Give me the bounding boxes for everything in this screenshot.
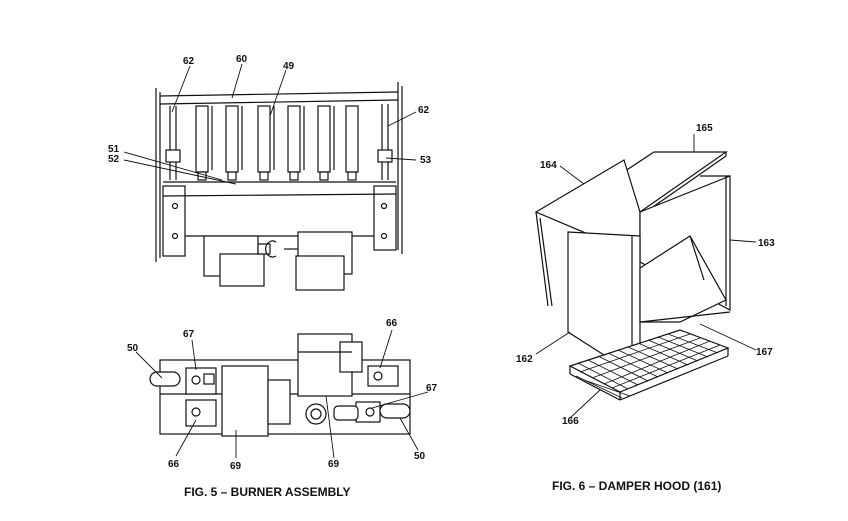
fig5-caption: FIG. 5 – BURNER ASSEMBLY: [184, 485, 350, 499]
label-62-right: 62: [418, 105, 430, 116]
label-165: 165: [696, 123, 713, 134]
label-67-right: 67: [426, 383, 438, 394]
label-53: 53: [420, 155, 432, 166]
label-50-left: 50: [127, 343, 139, 354]
grate: [568, 329, 730, 401]
label-166: 166: [562, 416, 579, 427]
label-52: 52: [108, 154, 120, 165]
label-49: 49: [283, 61, 295, 72]
label-67-top: 67: [183, 329, 195, 340]
label-163: 163: [758, 238, 775, 249]
label-50-right: 50: [414, 451, 426, 462]
label-66-top: 66: [386, 318, 398, 329]
gas-valve-left: [203, 235, 265, 287]
label-60: 60: [236, 54, 248, 65]
label-51: 51: [108, 144, 120, 155]
label-62-top: 62: [183, 56, 195, 67]
burner-tubes: [195, 105, 359, 181]
label-69-left: 69: [230, 461, 242, 472]
label-167: 167: [756, 347, 773, 358]
label-69-right: 69: [328, 459, 340, 470]
gas-valve-right: [295, 231, 353, 291]
label-162: 162: [516, 354, 533, 365]
burner-assembly-top-view: [123, 63, 417, 291]
label-164: 164: [540, 160, 557, 171]
burner-assembly-side-view: [135, 329, 429, 459]
fig6-caption: FIG. 6 – DAMPER HOOD (161): [552, 479, 721, 493]
damper-hood: [534, 134, 757, 419]
label-66-bottom: 66: [168, 459, 180, 470]
